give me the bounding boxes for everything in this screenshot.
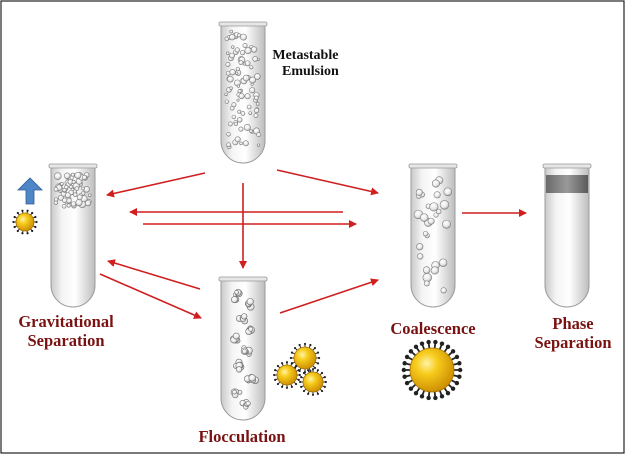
label-metastable-emulsion: Metastable Emulsion (272, 48, 339, 80)
label-metastable-line1: Metastable (272, 48, 339, 63)
arrow-icon (279, 278, 379, 314)
arrow-icon (99, 273, 202, 319)
label-metastable-line2: Emulsion (282, 64, 339, 80)
test-tube-icon (48, 163, 98, 308)
droplet-icon (401, 339, 463, 401)
transition-arrows (99, 169, 527, 319)
label-gravitational-line1: Gravitational (18, 312, 114, 331)
label-phase-line1: Phase (552, 314, 594, 333)
label-coalescence-text: Coalescence (390, 319, 476, 338)
droplet-icon (299, 368, 327, 396)
label-flocculation-text: Flocculation (198, 427, 286, 446)
label-gravitational-separation: Gravitational Separation (4, 312, 128, 351)
label-coalescence: Coalescence (377, 319, 489, 339)
droplet-icon (12, 209, 38, 235)
droplet-icon (273, 361, 301, 389)
arrow-icon (276, 169, 379, 196)
arrow-icon (106, 172, 206, 198)
label-phase-separation: Phase Separation (523, 314, 623, 353)
test-tube-icon (218, 276, 268, 421)
test-tube-icon (408, 163, 458, 308)
label-gravitational-line2: Separation (27, 330, 105, 350)
label-phase-line2: Separation (534, 332, 612, 352)
test-tube-icon (542, 163, 592, 308)
label-flocculation: Flocculation (186, 427, 298, 447)
up-arrow-icon (17, 177, 43, 205)
arrow-icon (107, 259, 201, 290)
test-tube-icon (218, 21, 268, 164)
